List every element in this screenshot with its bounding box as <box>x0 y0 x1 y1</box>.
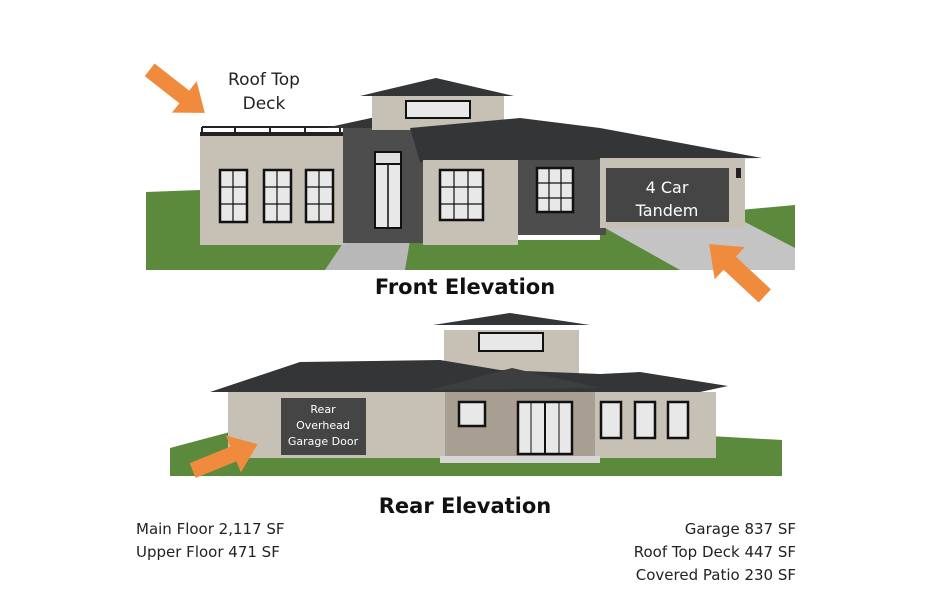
four-car-label-1: 4 Car <box>646 178 689 197</box>
rear-grass-right <box>710 436 782 476</box>
garage-door <box>606 168 729 222</box>
rear-elevation-title: Rear Elevation <box>378 494 552 518</box>
front-elevation-title: Front Elevation <box>374 275 556 299</box>
arrow-roof-deck <box>144 63 205 113</box>
front-elevation <box>146 78 795 270</box>
area-garage: Garage 837 SF <box>684 520 796 538</box>
front-window-center <box>438 168 485 222</box>
rear-windows-right <box>599 400 690 440</box>
rear-tower-roof <box>433 313 590 325</box>
upper-tower-roof <box>360 78 514 96</box>
front-window-brick <box>535 166 575 214</box>
roof-top-deck-line-2: Deck <box>242 94 286 114</box>
arrow-garage <box>709 244 771 303</box>
roof-top-deck-line-1: Roof Top <box>228 70 300 90</box>
rear-clerestory-window <box>478 332 544 352</box>
areas-left: Main Floor 2,117 SF Upper Floor 471 SF <box>136 518 285 564</box>
area-covered-patio: Covered Patio 230 SF <box>635 566 796 584</box>
patio-slab <box>440 456 600 463</box>
main-roof <box>410 118 762 162</box>
roof-top-deck-callout: Roof Top Deck <box>214 68 314 116</box>
rear-garage-label-1: Rear <box>310 403 336 416</box>
rear-garage-label-3: Garage Door <box>288 435 359 448</box>
area-upper-floor: Upper Floor 471 SF <box>136 543 280 561</box>
rear-main-roof <box>210 360 728 392</box>
front-door-transom <box>374 151 402 165</box>
area-roof-top-deck: Roof Top Deck 447 SF <box>633 543 796 561</box>
area-main-floor: Main Floor 2,117 SF <box>136 520 285 538</box>
rear-elevation <box>170 313 782 476</box>
front-walkway <box>325 240 410 270</box>
rear-window-1 <box>457 400 487 428</box>
front-driveway <box>605 222 795 270</box>
rear-grass-base <box>170 455 782 476</box>
rear-patio-roof <box>430 368 600 390</box>
four-car-label-2: Tandem <box>635 201 699 220</box>
garage-light <box>736 168 741 178</box>
areas-right: Garage 837 SF Roof Top Deck 447 SF Cover… <box>634 518 796 587</box>
upper-clerestory-window <box>405 100 471 119</box>
roof-deck-cap <box>200 132 345 136</box>
arrow-rear-garage <box>189 435 258 478</box>
rear-garage-label-2: Overhead <box>296 419 350 432</box>
rear-garage-door <box>281 398 366 455</box>
